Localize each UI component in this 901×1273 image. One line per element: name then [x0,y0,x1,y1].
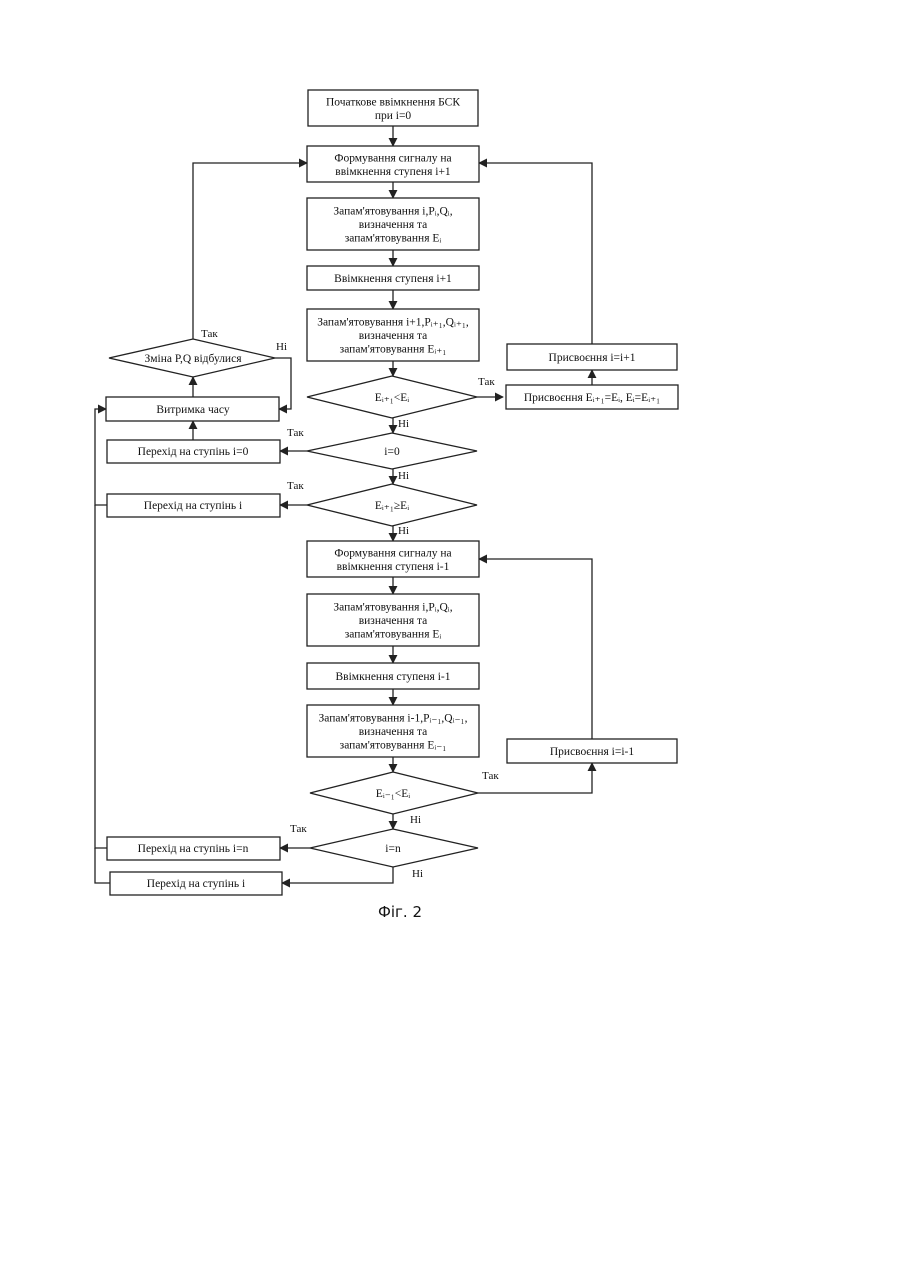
node-text-line: Формування сигналу на [334,152,451,164]
node-text-line: визначення та [359,219,428,231]
node-text-line: i=n [385,843,401,855]
node-text: Eᵢ₊₁≥Eᵢ [375,500,409,512]
node-text-line: визначення та [359,615,428,627]
node-text-line: Зміна P,Q відбулися [145,353,243,365]
edge-gotoia-delay [95,409,107,505]
node-goto-i-b: Перехід на ступінь i [110,872,282,895]
node-switch-up: Ввімкнення ступеня i+1 [307,266,479,290]
node-text: Витримка часу [156,404,229,416]
node-goto-0: Перехід на ступінь i=0 [107,440,280,463]
node-cond-e-up: Eᵢ₊₁<Eᵢ [307,376,477,418]
node-assign-inc: Присвоєння i=i+1 [507,344,677,370]
node-text: Перехід на ступінь i [144,500,242,512]
node-text: Присвоєння Eᵢ₊₁=Eᵢ, Eᵢ=Eᵢ₊₁ [524,392,660,404]
label-condin-yes: Так [290,823,307,835]
node-text: Eᵢ₋₁<Eᵢ [376,788,410,800]
node-mem-down: Запам'ятовування i-1,Pᵢ₋₁,Qᵢ₋₁,визначенн… [307,705,479,757]
label-condpq-no: Ні [276,341,287,353]
node-start: Початкове ввімкнення БСК при i=0 [308,90,478,126]
node-text-line: Перехід на ступінь i=0 [138,446,249,458]
label-condin-no: Ні [412,868,423,880]
edge-assigndec-formdown [479,559,592,739]
node-text: Присвоєння i=i-1 [550,746,635,758]
node-form-down: Формування сигналу на ввімкнення ступеня … [307,541,479,577]
node-assign-dec: Присвоєння i=i-1 [507,739,677,763]
node-assign-e: Присвоєння Eᵢ₊₁=Eᵢ, Eᵢ=Eᵢ₊₁ [506,385,678,409]
edge-goton-return [95,505,107,848]
node-switch-down: Ввімкнення ступеня i-1 [307,663,479,689]
node-delay: Витримка часу [106,397,279,421]
node-text: i=n [385,843,401,855]
node-text: i=0 [384,446,400,458]
node-text-line: запам'ятовування Eᵢ [345,233,442,245]
node-text-line: Eᵢ₊₁<Eᵢ [375,392,409,404]
node-text-line: ввімкнення ступеня i+1 [335,166,451,178]
node-text-line: i=0 [384,446,400,458]
label-condege-yes: Так [287,480,304,492]
node-text-line: Формування сигналу на [334,547,451,559]
label-condedown-no: Ні [410,814,421,826]
node-cond-e-ge: Eᵢ₊₁≥Eᵢ [307,484,477,526]
edge-assigninc-formup [479,163,592,344]
node-cond-in: i=n [310,829,478,867]
node-text-line: Витримка часу [156,404,229,416]
node-text-line: Перехід на ступінь i [144,500,242,512]
node-text-line: Перехід на ступінь i=n [138,843,249,855]
node-text: Перехід на ступінь i [147,878,245,890]
node-goto-i-a: Перехід на ступінь i [107,494,280,517]
node-text-line: ввімкнення ступеня i-1 [337,561,450,573]
node-text-line: Запам'ятовування i-1,Pᵢ₋₁,Qᵢ₋₁, [319,713,468,725]
node-text-line: Присвоєння Eᵢ₊₁=Eᵢ, Eᵢ=Eᵢ₊₁ [524,392,660,404]
node-text-line: визначення та [359,726,428,738]
label-condeup-yes: Так [478,376,495,388]
node-cond-e-down: Eᵢ₋₁<Eᵢ [310,772,478,814]
node-text-line: Запам'ятовування i+1,Pᵢ₊₁,Qᵢ₊₁, [317,317,469,329]
node-text: Перехід на ступінь i=0 [138,446,249,458]
node-mem-up: Запам'ятовування i+1,Pᵢ₊₁,Qᵢ₊₁,визначенн… [307,309,479,361]
node-text: Ввімкнення ступеня i-1 [336,671,451,683]
node-text-line: запам'ятовування Eᵢ₊₁ [340,344,447,356]
node-text: Ввімкнення ступеня i+1 [334,273,452,285]
label-condege-no: Ні [398,525,409,537]
node-text-line: при i=0 [375,110,412,122]
node-text: Eᵢ₊₁<Eᵢ [375,392,409,404]
node-text-line: Ввімкнення ступеня i+1 [334,273,452,285]
node-text-line: Присвоєння i=i-1 [550,746,635,758]
node-text-line: Перехід на ступінь i [147,878,245,890]
node-mem-i2: Запам'ятовування i,Pᵢ,Qᵢ,визначення та за… [307,594,479,646]
edge-condpq-formup [193,163,307,339]
edge-condin-gotoib [282,867,393,883]
label-condi0-yes: Так [287,427,304,439]
node-mem-i: Запам'ятовування i,Pᵢ,Qᵢ,визначення та за… [307,198,479,250]
node-text-line: Запам'ятовування i,Pᵢ,Qᵢ, [333,206,452,218]
label-condpq-yes: Так [201,328,218,340]
label-condedown-yes: Так [482,770,499,782]
node-text-line: Запам'ятовування i,Pᵢ,Qᵢ, [333,602,452,614]
node-text: Формування сигналу на ввімкнення ступеня … [334,547,451,573]
node-text-line: Eᵢ₋₁<Eᵢ [376,788,410,800]
node-cond-pq: Зміна P,Q відбулися [109,339,275,377]
node-text-line: Присвоєння i=i+1 [549,352,636,364]
node-text-line: запам'ятовування Eᵢ [345,629,442,641]
node-text-line: Ввімкнення ступеня i-1 [336,671,451,683]
node-text-line: визначення та [359,330,428,342]
node-text: Зміна P,Q відбулися [145,353,243,365]
figure-caption: Фіг. 2 [340,903,460,921]
node-text: Присвоєння i=i+1 [549,352,636,364]
node-text-line: запам'ятовування Eᵢ₋₁ [340,740,447,752]
label-condeup-no: Ні [398,418,409,430]
label-condi0-no: Ні [398,470,409,482]
node-text: Формування сигналу на ввімкнення ступеня … [334,152,451,178]
node-text-line: Eᵢ₊₁≥Eᵢ [375,500,409,512]
node-form-up: Формування сигналу на ввімкнення ступеня … [307,146,479,182]
node-text-line: Початкове ввімкнення БСК [326,96,460,108]
node-cond-i0: i=0 [307,433,477,469]
node-text: Перехід на ступінь i=n [138,843,249,855]
node-goto-n: Перехід на ступінь i=n [107,837,280,860]
